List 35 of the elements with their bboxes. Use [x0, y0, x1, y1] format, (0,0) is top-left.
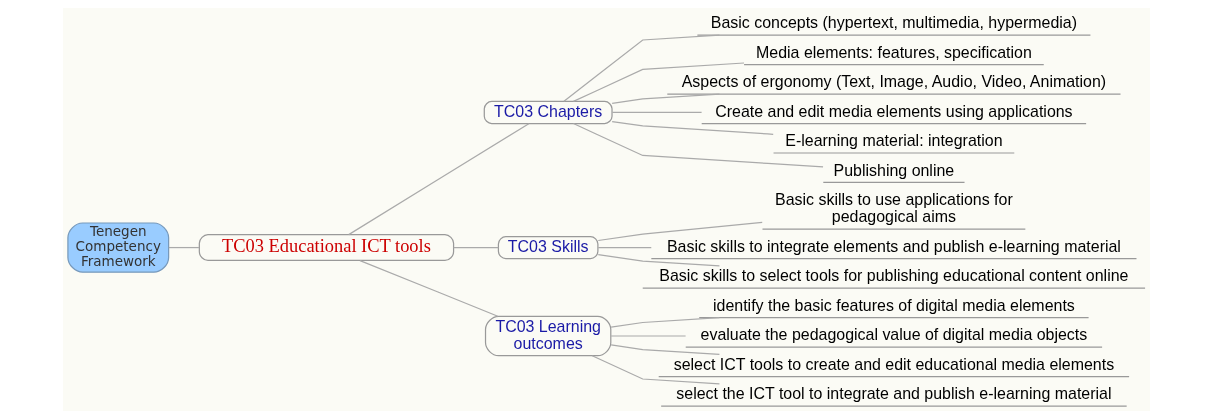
- node-text: select the ICT tool to integrate and publish e-learning material: [676, 385, 1112, 403]
- node-box: TC03 Learning outcomes: [484, 315, 612, 357]
- connector: [611, 93, 721, 104]
- connector: [611, 111, 703, 114]
- connector: [348, 123, 530, 236]
- connector: [572, 122, 824, 168]
- node-text: Aspects of ergonomy (Text, Image, Audio, Video, Animation): [681, 73, 1107, 91]
- node-text: Publishing online: [833, 161, 955, 179]
- node-box: TC03 Skills: [497, 235, 599, 260]
- connector: [597, 254, 721, 267]
- connector: [610, 317, 721, 328]
- node-box: Tenegen Competency Framework: [67, 222, 170, 273]
- node-text: Basic skills to use applications for pedagogical aims: [775, 191, 1013, 226]
- connector: [597, 246, 652, 249]
- connector: [611, 120, 774, 135]
- connector: [359, 260, 499, 317]
- node-text: identify the basic features of digital media elements: [713, 296, 1075, 314]
- node-text: select ICT tools to create and edit educational media elements: [673, 355, 1115, 373]
- node-text: Basic concepts (hypertext, multimedia, hypermedia): [710, 14, 1078, 32]
- node-text: Media elements: features, specification: [756, 43, 1032, 61]
- node-text: evaluate the pedagogical value of digital media objects: [700, 326, 1088, 344]
- node-text: Basic skills to integrate elements and publish e-learning material: [666, 237, 1121, 255]
- connector: [610, 344, 721, 356]
- node-box: TC03 Chapters: [483, 100, 613, 125]
- node-text: Create and edit media elements using applications: [715, 102, 1073, 120]
- node-box: TC03 Educational ICT tools: [198, 234, 455, 262]
- connector: [453, 246, 499, 249]
- connector: [168, 246, 200, 249]
- connector: [563, 34, 721, 102]
- connector: [597, 221, 763, 242]
- connector: [591, 355, 721, 385]
- node-text: Basic skills to select tools for publishing educational content online: [659, 267, 1129, 285]
- node-text: E-learning material: integration: [785, 132, 1003, 150]
- connector: [610, 335, 687, 337]
- connector: [572, 62, 745, 102]
